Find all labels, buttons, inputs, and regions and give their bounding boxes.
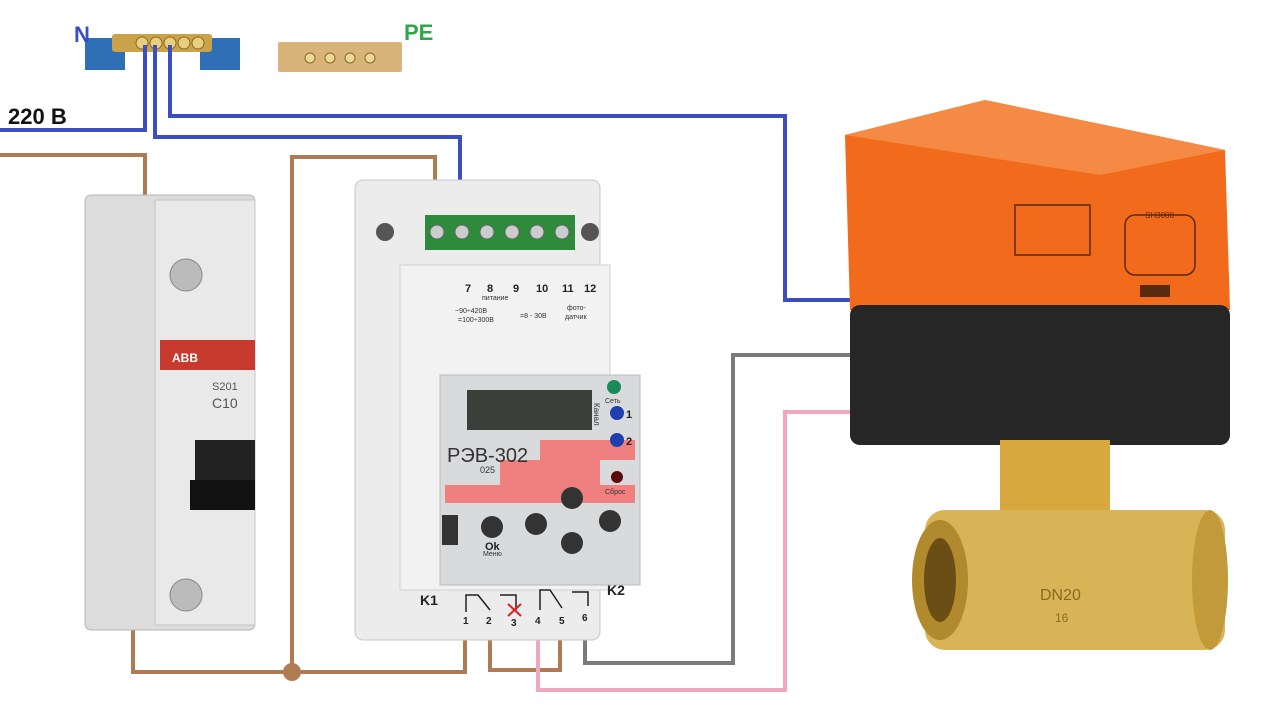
breaker-brand: ABB — [172, 351, 198, 365]
photo-sensor-label-2: датчик — [565, 314, 588, 321]
terminal-10: 10 — [536, 283, 548, 295]
valve-actuator — [845, 100, 1230, 445]
right-button[interactable] — [599, 510, 621, 532]
channel-1-led — [610, 406, 624, 420]
phase-wire-bridge — [488, 630, 562, 672]
power-led-label: Сеть — [605, 398, 621, 405]
terminal-8: 8 — [487, 283, 493, 295]
relay-display — [467, 390, 592, 430]
neutral-wire-supply — [0, 45, 147, 132]
relay-terminal-block-top — [425, 215, 575, 250]
phase-wire-supply — [0, 153, 147, 205]
cert-code: 025 — [480, 465, 495, 475]
junction-dot — [283, 663, 301, 681]
terminal-6: 6 — [582, 613, 588, 624]
channel-2-led — [610, 433, 624, 447]
up-button[interactable] — [561, 487, 583, 509]
power-label: питание — [482, 295, 508, 302]
relay-buttons — [442, 487, 621, 554]
reset-label: Сброс — [605, 488, 626, 496]
dc-range: =8 - 30В — [520, 313, 547, 320]
valve-pressure: 16 — [1055, 611, 1069, 625]
ball-valve — [912, 440, 1228, 650]
k1-label: K1 — [420, 592, 438, 608]
actuator-model: SH3000 — [1145, 211, 1174, 220]
ok-label: Ok — [485, 541, 501, 553]
photo-sensor-label: фото- — [567, 305, 587, 312]
neutral-label: N — [74, 22, 90, 47]
terminal-4: 4 — [535, 616, 541, 627]
ok-button[interactable] — [481, 516, 503, 538]
circuit-breaker — [84, 194, 256, 631]
left-button[interactable] — [525, 513, 547, 535]
power-dc-range: =100÷300В — [458, 317, 494, 324]
breaker-rating: C10 — [212, 395, 238, 411]
relay-model: РЭВ-302 — [447, 445, 528, 467]
pink-wire-actuator — [536, 410, 890, 692]
usb-port — [442, 515, 458, 545]
channel-2-label: 2 — [626, 436, 632, 448]
down-button[interactable] — [561, 532, 583, 554]
contact-symbols — [465, 589, 589, 612]
channel-label: Канал — [592, 403, 601, 426]
neutral-wire-actuator — [168, 45, 850, 302]
power-ac-range: ~90÷420В — [455, 308, 487, 315]
terminal-7: 7 — [465, 283, 471, 295]
terminal-9: 9 — [513, 283, 519, 295]
supply-voltage-label: 220 В — [8, 104, 67, 129]
gray-wire-actuator — [583, 353, 850, 665]
neutral-busbar — [85, 34, 240, 70]
terminal-3: 3 — [511, 618, 517, 629]
reset-led — [611, 471, 623, 483]
terminal-11: 11 — [562, 283, 574, 295]
terminal-1: 1 — [463, 616, 469, 627]
pe-busbar — [278, 42, 402, 72]
power-led — [607, 380, 621, 394]
terminal-12: 12 — [584, 283, 596, 295]
menu-label: Меню — [483, 551, 502, 558]
channel-1-label: 1 — [626, 409, 632, 421]
valve-size: DN20 — [1040, 587, 1081, 604]
terminal-5: 5 — [559, 616, 565, 627]
k2-label: K2 — [607, 582, 625, 598]
terminal-2: 2 — [486, 616, 492, 627]
breaker-model: S201 — [212, 381, 238, 393]
terminal-3-cross-icon — [507, 603, 522, 617]
pe-label: PE — [404, 20, 433, 45]
